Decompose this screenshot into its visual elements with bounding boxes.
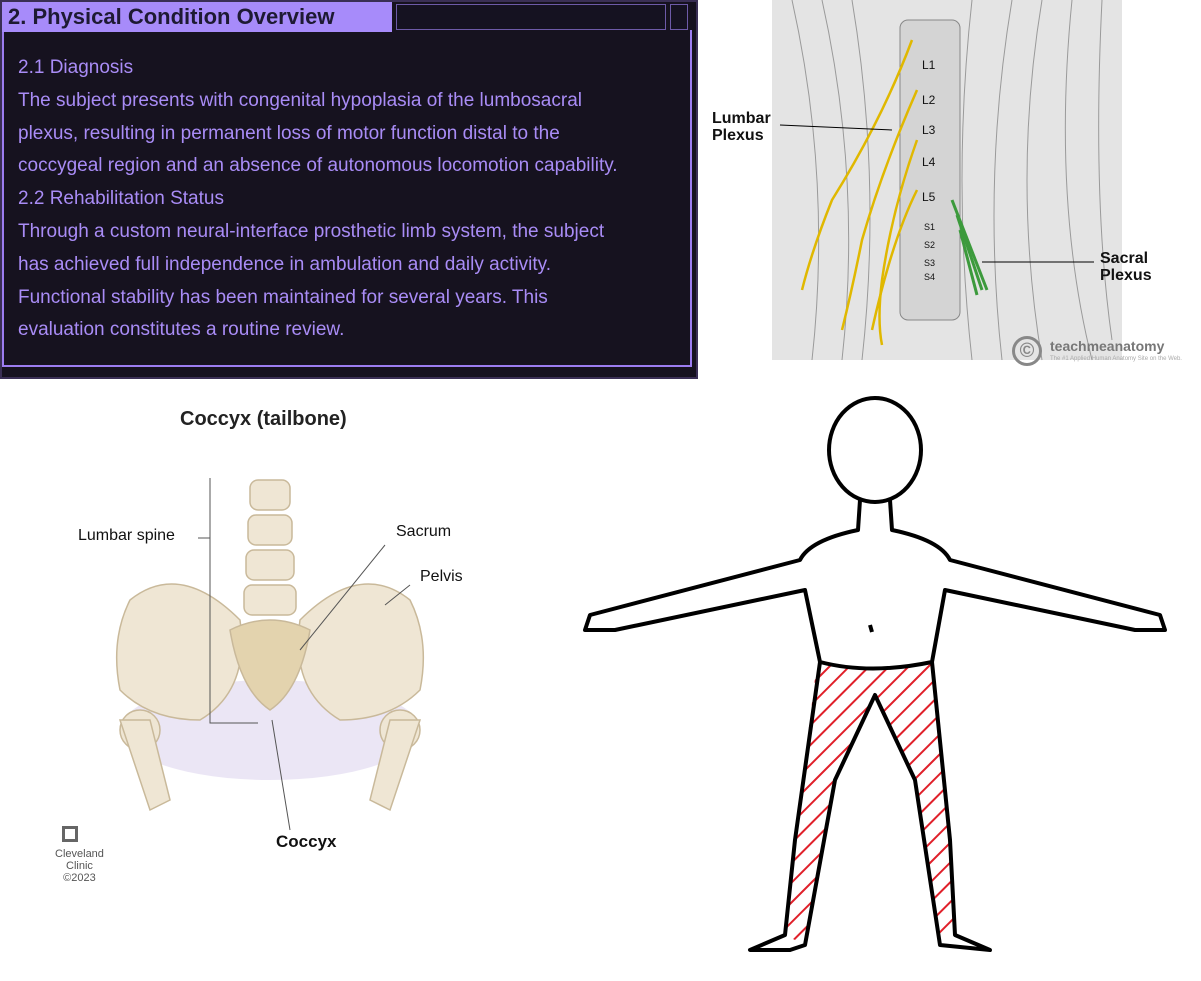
diagnosis-line: plexus, resulting in permanent loss of m… — [18, 122, 560, 144]
vertebra-label: L5 — [922, 190, 936, 204]
condition-overview-panel: 2. Physical Condition Overview 2.1 Diagn… — [0, 0, 698, 379]
rehab-line: has achieved full independence in ambula… — [18, 253, 552, 275]
diagnosis-heading: 2.1 Diagnosis — [18, 57, 134, 78]
diagram-title: Coccyx (tailbone) — [180, 408, 347, 430]
lumbar-spine-label: Lumbar spine — [78, 527, 175, 544]
vertebra-label: S1 — [924, 222, 936, 232]
coccyx-label: Coccyx — [276, 832, 337, 851]
panel-title: 2. Physical Condition Overview — [2, 2, 392, 32]
coccyx-diagram: Coccyx (tailbone) Lumbar spine Sacrum Pe… — [0, 390, 560, 977]
panel-frame — [2, 30, 692, 367]
brand-name: teachmeanatomy — [1050, 338, 1165, 354]
panel-body: 2.1 Diagnosis The subject presents with … — [18, 52, 688, 347]
pelvis-label: Pelvis — [420, 568, 463, 585]
cleveland-clinic-logo-icon — [62, 826, 78, 842]
sacrum-label: Sacrum — [396, 523, 452, 540]
body-outline — [583, 396, 1167, 952]
header-bar-end — [670, 4, 688, 30]
rehab-line: Functional stability has been maintained… — [18, 286, 548, 308]
sacral-plexus-nerves — [950, 199, 989, 296]
vertebra-label: S2 — [924, 240, 936, 250]
lumbar-plexus-nerves — [800, 39, 919, 346]
diagnosis-line: coccygeal region and an absence of auton… — [18, 155, 618, 177]
vertebra-label: L4 — [922, 155, 936, 169]
rehab-line: evaluation constitutes a routine review. — [18, 319, 345, 341]
brand-tagline: The #1 Applied Human Anatomy Site on the… — [1050, 356, 1182, 362]
body-outline-drawing — [570, 390, 1201, 977]
rehab-line: Through a custom neural-interface prosth… — [18, 220, 605, 242]
vertebra-label: S4 — [924, 272, 936, 282]
rehab-heading: 2.2 Rehabilitation Status — [18, 188, 224, 210]
diagnosis-line: The subject presents with congenital hyp… — [18, 89, 582, 111]
vertebra-label: L1 — [922, 58, 936, 72]
header-bar — [396, 4, 666, 30]
vertebra-label: L3 — [922, 123, 936, 137]
copyright-icon: © — [1012, 336, 1042, 366]
affected-legs-shading — [785, 662, 955, 945]
vertebra-label: S3 — [924, 258, 936, 268]
vertebra-label: L2 — [922, 93, 936, 107]
